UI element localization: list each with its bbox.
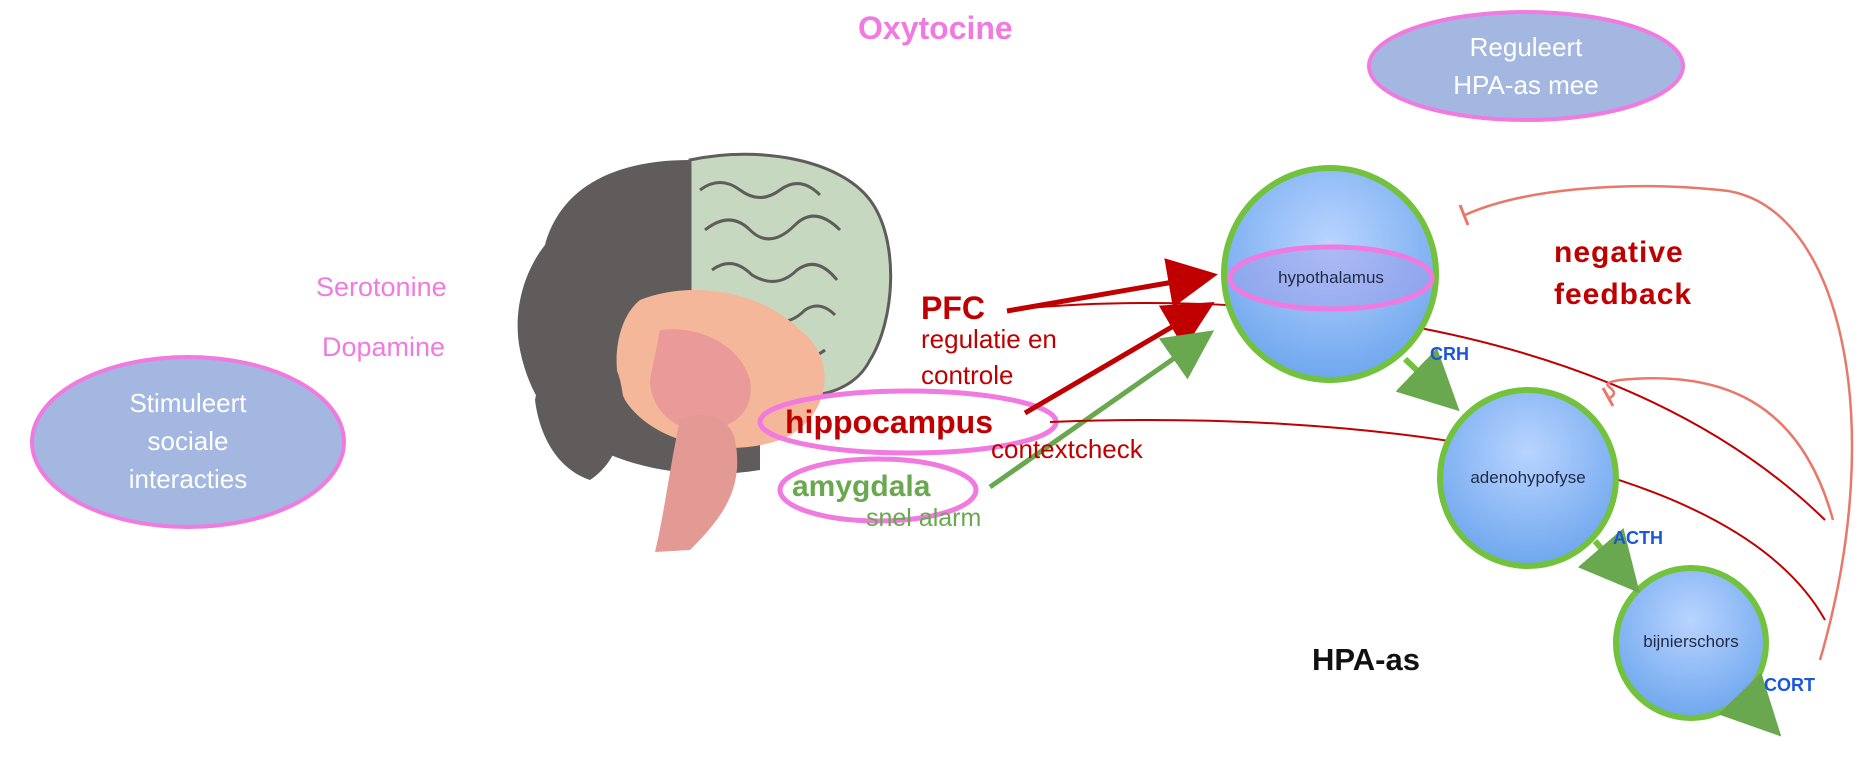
- hippocampus-description: contextcheck: [991, 434, 1143, 464]
- amygdala-label: amygdala: [792, 470, 931, 503]
- serotonin-label: Serotonine: [316, 272, 447, 302]
- amygdala-arrow: [988, 330, 1215, 490]
- regulates-bubble-text: Reguleert HPA-as mee: [1406, 28, 1646, 104]
- hippocampus-arrow: [1023, 301, 1215, 416]
- hypothalamus-highlight: [1227, 244, 1435, 312]
- feedback-to-hypothalamus: [1464, 184, 1854, 661]
- pfc-arrow: [1006, 258, 1218, 314]
- stimulates-bubble: [30, 355, 346, 529]
- hypothalamus-label: hypothalamus: [1278, 268, 1384, 287]
- regulates-line-1: Reguleert: [1469, 32, 1583, 62]
- stimulates-line-1: Stimuleert: [129, 388, 247, 418]
- pfc-label: PFC: [921, 290, 985, 326]
- hypothalamus-node: [1221, 165, 1439, 383]
- amygdala-highlight: [777, 456, 979, 524]
- crh-arrow: [1395, 348, 1460, 412]
- oxytocin-label: Oxytocine: [858, 10, 1013, 46]
- acth-arrow: [1577, 528, 1640, 594]
- adenohypofyse-node: [1437, 387, 1619, 569]
- stimulates-line-3: interacties: [128, 464, 248, 494]
- feedback-stop-adenohypofyse: [1601, 387, 1615, 407]
- adenohypofyse-label: adenohypofyse: [1470, 468, 1586, 487]
- hippocampus-label: hippocampus: [785, 404, 994, 440]
- brain-illustration: [517, 152, 893, 552]
- feedback-stop-hypothalamus: [1458, 204, 1470, 226]
- stimulates-line-2: sociale: [147, 426, 229, 456]
- stimulates-bubble-text: Stimuleert sociale interacties: [88, 384, 288, 498]
- regulates-line-2: HPA-as mee: [1453, 70, 1599, 100]
- pfc-description-1: regulatie en: [921, 324, 1057, 354]
- negative-feedback-line-1: negative: [1554, 236, 1684, 269]
- hpa-axis-label: HPA-as: [1312, 642, 1420, 677]
- crh-label: CRH: [1430, 344, 1469, 364]
- cort-arrow: [1718, 672, 1782, 737]
- pfc-description-2: controle: [921, 360, 1014, 390]
- cort-label: CORT: [1764, 675, 1815, 695]
- dopamine-label: Dopamine: [322, 332, 446, 362]
- acth-label: ACTH: [1613, 528, 1663, 548]
- negative-feedback-line-2: feedback: [1554, 278, 1693, 311]
- feedback-to-adenohypofyse: [1606, 376, 1835, 521]
- bijnierschors-label: bijnierschors: [1643, 632, 1739, 651]
- regulates-bubble: [1367, 10, 1685, 122]
- amygdala-description: snel alarm: [866, 504, 982, 532]
